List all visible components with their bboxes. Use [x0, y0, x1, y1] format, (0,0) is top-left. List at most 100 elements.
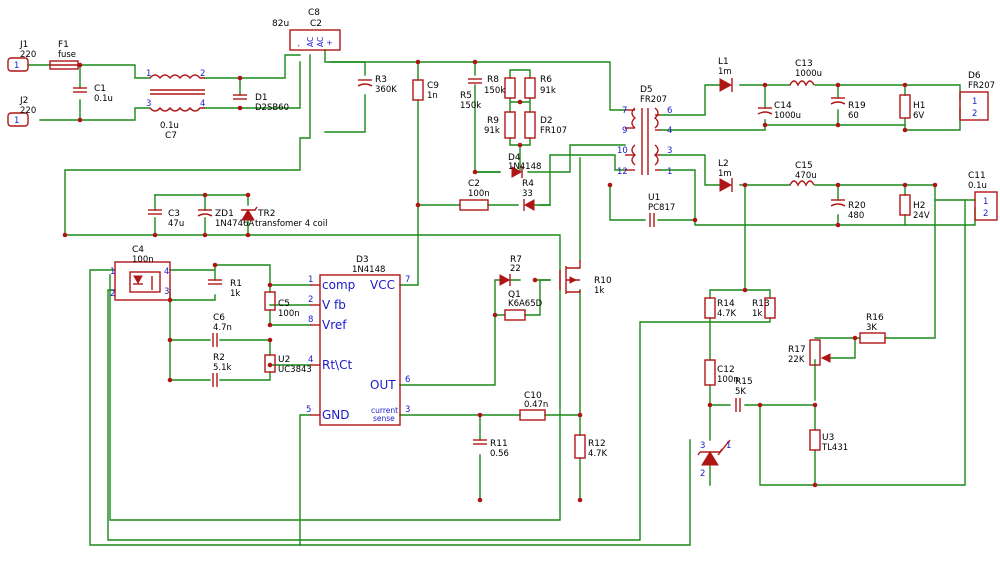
svg-text:R7: R7 — [510, 255, 522, 265]
svg-text:6: 6 — [667, 106, 672, 116]
svg-text:R3: R3 — [375, 75, 387, 85]
svg-text:1000u: 1000u — [795, 69, 822, 79]
svg-text:1N4148: 1N4148 — [508, 162, 541, 172]
inductor-l2: C15 470u — [789, 161, 817, 187]
svg-text:5: 5 — [306, 405, 311, 415]
svg-text:1: 1 — [308, 275, 313, 285]
resistor-r4: C2 100n — [459, 179, 490, 211]
capacitor-c9: R5 150k — [460, 78, 482, 111]
resistor-r6: R9 91k — [484, 111, 516, 139]
svg-text:0.56: 0.56 — [490, 449, 509, 459]
svg-text:2: 2 — [700, 469, 705, 479]
svg-text:3: 3 — [164, 287, 169, 297]
svg-text:470u: 470u — [795, 171, 817, 181]
svg-text:C4: C4 — [132, 245, 144, 255]
svg-text:1N4746A: 1N4746A — [215, 219, 254, 229]
svg-text:C7: C7 — [165, 131, 177, 141]
diode-d4: R4 33 — [522, 179, 535, 211]
choke-tr1: 1 2 3 4 0.1u C7 — [146, 69, 205, 141]
svg-text:J2: J2 — [19, 96, 28, 106]
svg-text:C3: C3 — [168, 209, 180, 219]
resistor-r2: U2 UC3843 — [264, 354, 312, 375]
svg-text:R12: R12 — [588, 439, 606, 449]
svg-text:D5: D5 — [640, 85, 653, 95]
svg-text:3: 3 — [146, 99, 151, 109]
svg-text:47u: 47u — [168, 219, 184, 229]
svg-text:22: 22 — [510, 264, 521, 274]
svg-text:R15: R15 — [735, 377, 753, 387]
transformer-tr2: 7 9 10 12 6 4 3 1 D5 FR207 — [617, 85, 672, 177]
svg-text:AC: AC — [316, 37, 325, 47]
svg-text:1k: 1k — [752, 309, 762, 319]
svg-text:8: 8 — [308, 315, 313, 325]
svg-text:1k: 1k — [594, 286, 604, 296]
svg-text:9: 9 — [622, 126, 627, 136]
capacitor-c10: R11 0.56 — [473, 439, 509, 459]
svg-text:R6: R6 — [540, 75, 552, 85]
svg-text:33: 33 — [522, 189, 533, 199]
svg-text:C14: C14 — [774, 101, 792, 111]
svg-text:1n: 1n — [427, 91, 438, 101]
svg-text:1: 1 — [972, 97, 977, 107]
svg-text:1: 1 — [667, 167, 672, 177]
svg-text:C2: C2 — [468, 179, 480, 189]
svg-text:R14: R14 — [717, 299, 735, 309]
optocoupler-u1: 1 2 4 3 C4 100n — [110, 245, 171, 301]
svg-text:150k: 150k — [460, 101, 481, 111]
svg-text:fuse: fuse — [58, 50, 76, 60]
svg-text:D2SB60: D2SB60 — [255, 103, 289, 113]
svg-text:H1: H1 — [913, 101, 926, 111]
svg-text:4.7K: 4.7K — [588, 449, 608, 459]
svg-text:U3: U3 — [822, 433, 834, 443]
svg-text:2: 2 — [200, 69, 205, 79]
svg-text:TR2: TR2 — [257, 209, 275, 219]
resistor-r11: R12 4.7K — [574, 434, 608, 459]
svg-text:150k: 150k — [484, 86, 505, 96]
svg-text:FR207: FR207 — [640, 95, 667, 105]
svg-text:2: 2 — [110, 289, 115, 299]
capacitor-c8: R3 360K — [357, 75, 397, 95]
capacitor-c4: R1 1k — [208, 279, 242, 299]
svg-text:4.7K: 4.7K — [717, 309, 737, 319]
svg-text:100n: 100n — [132, 255, 154, 265]
svg-text:100n: 100n — [468, 189, 490, 199]
svg-text:OUT: OUT — [370, 378, 396, 392]
svg-text:4: 4 — [308, 355, 313, 365]
svg-text:sense: sense — [373, 414, 395, 423]
svg-text:ZD1: ZD1 — [215, 209, 234, 219]
svg-text:U2: U2 — [278, 355, 290, 365]
resistor-r8: R6 91k — [524, 75, 556, 99]
svg-text:current: current — [371, 406, 398, 415]
svg-text:C9: C9 — [427, 81, 439, 91]
svg-text:D6: D6 — [968, 71, 981, 81]
svg-text:FR107: FR107 — [540, 126, 567, 136]
capacitor-c2: C3 47u — [148, 209, 184, 229]
resistor-r16: U3 TL431 — [809, 429, 848, 453]
svg-text:V fb: V fb — [322, 298, 346, 312]
connector-j2: 1 J2 220 — [7, 96, 36, 127]
svg-text:D4: D4 — [508, 153, 521, 163]
inductor-l1: C13 1000u — [789, 59, 822, 87]
bridge-rectifier-d1: - AC AC + C8 82u C2 — [272, 8, 341, 51]
svg-text:C11: C11 — [968, 171, 986, 181]
svg-text:VCC: VCC — [370, 278, 395, 292]
svg-text:H2: H2 — [913, 201, 926, 211]
svg-text:4: 4 — [164, 267, 169, 277]
svg-text:TL431: TL431 — [821, 443, 848, 453]
svg-text:5.1k: 5.1k — [213, 363, 232, 373]
svg-text:0.47n: 0.47n — [524, 400, 548, 410]
svg-text:4: 4 — [667, 126, 672, 136]
connector-j1: 1 J1 220 — [7, 40, 36, 72]
svg-text:+: + — [325, 40, 334, 46]
svg-text:C5: C5 — [278, 299, 290, 309]
svg-text:100n: 100n — [717, 375, 739, 385]
svg-text:6V: 6V — [913, 111, 924, 121]
svg-text:L2: L2 — [718, 159, 729, 169]
svg-text:J1: J1 — [19, 40, 28, 50]
svg-text:R16: R16 — [866, 313, 884, 323]
capacitor-c13: C14 1000u — [757, 101, 801, 121]
svg-text:R10: R10 — [594, 276, 612, 286]
svg-text:24V: 24V — [913, 211, 930, 221]
svg-text:0.1u: 0.1u — [94, 94, 113, 104]
